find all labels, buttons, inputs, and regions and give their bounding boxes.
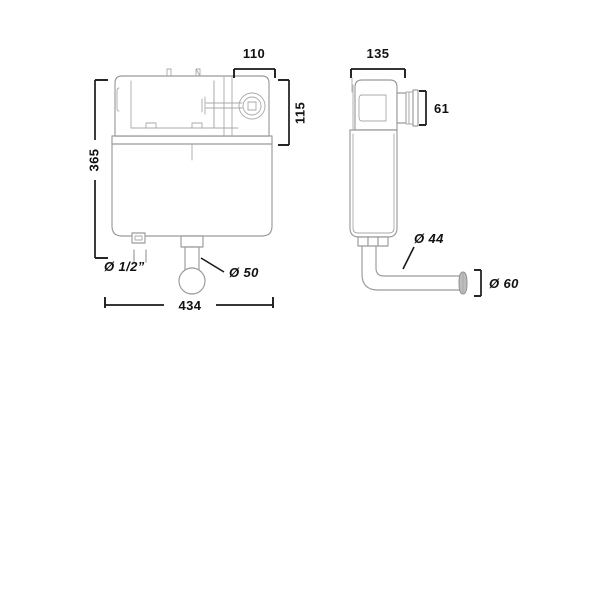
- side-bottom-connector-mid: [367, 236, 379, 247]
- cistern-lid-band: [111, 135, 273, 145]
- dim-135-label: 135: [367, 46, 390, 61]
- dim-44-label: Ø 44: [414, 231, 444, 246]
- dim-110-label: 110: [243, 46, 265, 61]
- side-tank-body: [349, 129, 398, 238]
- flush-button-outer-circle: [238, 92, 266, 120]
- dim-50-leader: [200, 257, 225, 273]
- outlet-pipe-endcap: [178, 267, 206, 295]
- housing-notch-left: [145, 122, 157, 129]
- side-bottom-connector-right: [377, 236, 389, 247]
- cistern-body-outline: [111, 141, 273, 237]
- side-bottom-connector-left: [357, 236, 369, 247]
- dim-115-label: 115: [292, 102, 307, 124]
- flush-button-inner-square: [247, 101, 257, 111]
- housing-right-column: [223, 75, 233, 137]
- side-housing-inner-window: [358, 94, 387, 122]
- cistern-upper-housing: [114, 75, 270, 137]
- inlet-valve-detail: [134, 235, 143, 241]
- side-spigot-flange: [412, 89, 419, 127]
- dim-434-label: 434: [179, 298, 202, 313]
- housing-notch-right: [191, 122, 203, 129]
- flush-button-mid-circle: [242, 96, 262, 116]
- flush-rod-shaft: [205, 102, 243, 109]
- inlet-valve-body: [131, 232, 146, 244]
- dim-60-label: Ø 60: [489, 276, 519, 291]
- side-spigot-rib-2: [408, 91, 414, 125]
- flush-pipe-inner-wall: [375, 245, 464, 277]
- dim-61-label: 61: [434, 101, 449, 116]
- front-view-dimensions: 365 110 115 434 Ø 1/2” Ø 50: [86, 46, 307, 313]
- side-view-dimensions: 135 61 Ø 44 Ø 60: [350, 46, 519, 297]
- outlet-pipe-collar: [180, 235, 204, 248]
- dim-365-label: 365: [86, 149, 101, 172]
- side-tank-inner-outline: [352, 133, 395, 234]
- side-spigot-neck: [396, 92, 407, 124]
- side-view-group: [349, 79, 468, 295]
- housing-left-tab: [116, 87, 120, 112]
- dim-50-label: Ø 50: [229, 265, 259, 280]
- dim-inlet-label: Ø 1/2”: [104, 259, 145, 274]
- upper-housing-inner-frame-right: [213, 80, 239, 129]
- dim-44-leader: [402, 246, 415, 270]
- front-view-group: [111, 68, 273, 295]
- side-upper-housing: [354, 79, 398, 131]
- flush-pipe-outer-wall: [361, 245, 464, 291]
- top-post-right: [195, 68, 201, 77]
- flush-rod-end-plate: [201, 96, 206, 115]
- top-post-left: [166, 68, 172, 77]
